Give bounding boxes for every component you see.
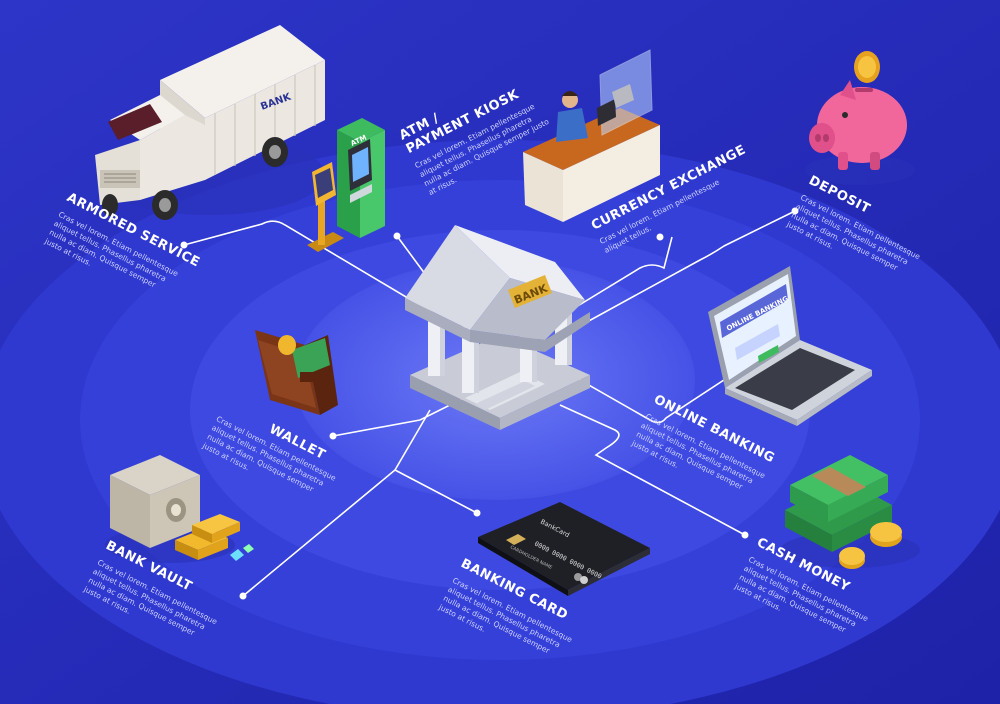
wallet-illustration [255, 330, 338, 415]
connector-banking-card [394, 469, 478, 514]
central-bank-building: BANK [405, 225, 590, 430]
connector-online-banking [544, 359, 731, 424]
dot-armored-service [180, 241, 188, 249]
dot-cash-money [741, 531, 749, 539]
connector-armored-service [183, 220, 471, 336]
bank-card-illustration: BankCard 0000 0000 0000 0000 CARDHOLDER … [478, 502, 650, 596]
connector-cash-money [559, 404, 746, 536]
piggy-bank-illustration [805, 51, 915, 185]
dot-wallet [329, 432, 337, 440]
armored-truck-illustration: BANK [95, 25, 325, 220]
connector-deposit [544, 210, 796, 346]
dot-deposit [791, 207, 799, 215]
dot-banking-card [473, 509, 481, 517]
dot-currency-exchange [656, 233, 664, 241]
dot-bank-vault [239, 592, 247, 600]
dot-atm [393, 232, 401, 240]
cash-money-illustration [780, 455, 920, 569]
laptop-illustration: ONLINE BANKING [708, 266, 872, 426]
currency-exchange-illustration [523, 49, 660, 222]
bank-vault-illustration [105, 455, 254, 563]
connector-currency-exchange [529, 236, 673, 336]
atm-kiosk-illustration: ATM [307, 118, 385, 252]
